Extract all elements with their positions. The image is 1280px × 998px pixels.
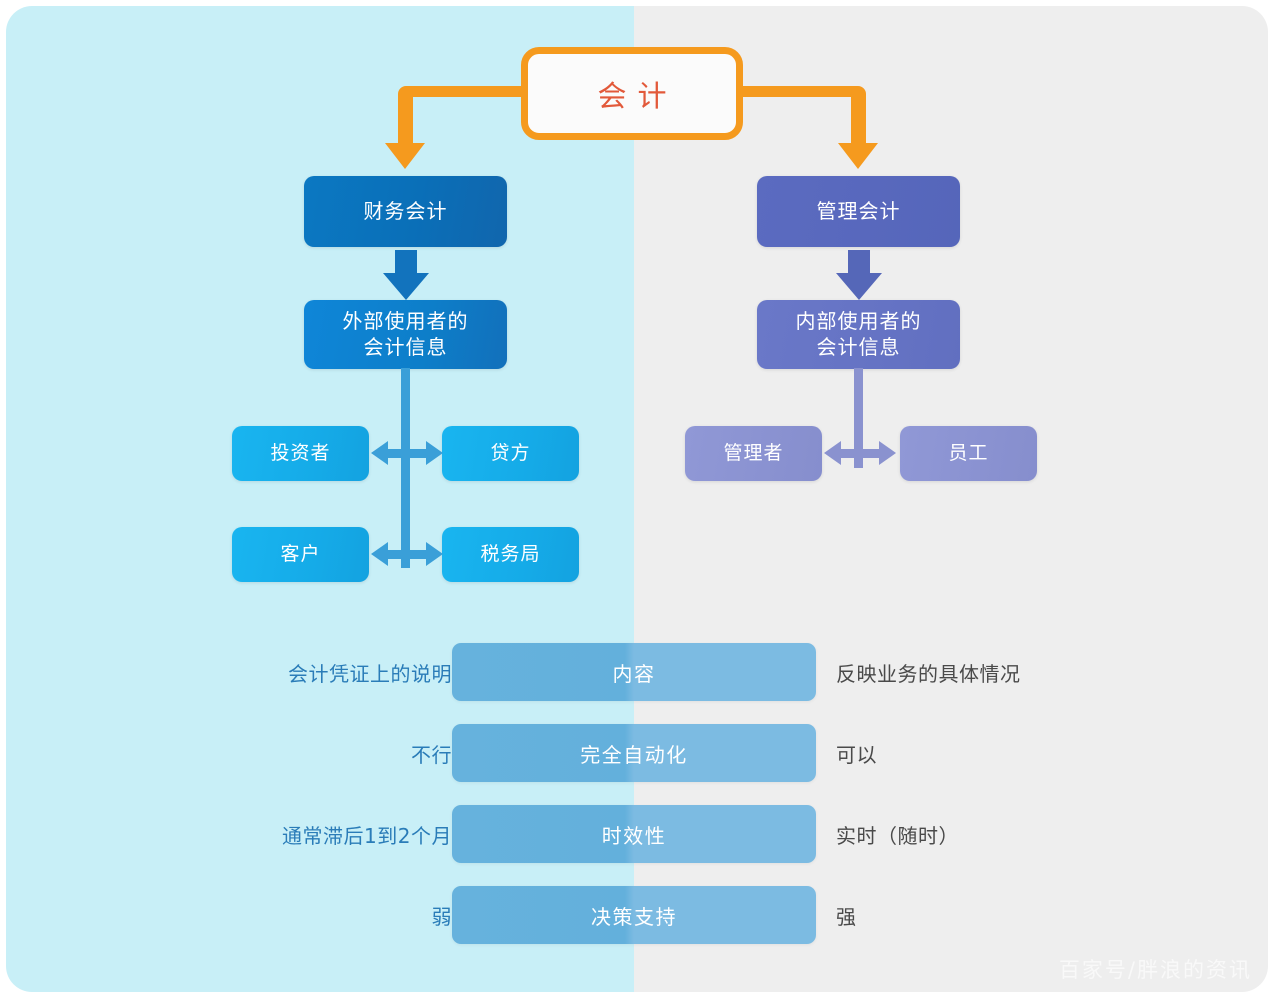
comparison-row: 弱 决策支持 强 <box>0 886 1280 944</box>
double-arrow-left-row2 <box>371 542 443 566</box>
node-left-user-0[interactable]: 投资者 <box>232 426 369 481</box>
node-left-user-2[interactable]: 客户 <box>232 527 369 582</box>
arrow-financial-to-external <box>368 250 443 302</box>
node-internal-user-info[interactable]: 内部使用者的 会计信息 <box>757 300 960 369</box>
comparison-right-value: 强 <box>836 904 857 929</box>
comparison-right-value: 可以 <box>836 742 877 767</box>
node-external-user-info[interactable]: 外部使用者的 会计信息 <box>304 300 507 369</box>
comparison-right-value: 反映业务的具体情况 <box>836 661 1021 686</box>
comparison-criterion[interactable]: 时效性 <box>452 805 816 863</box>
comparison-criterion[interactable]: 完全自动化 <box>452 724 816 782</box>
comparison-left-value: 会计凭证上的说明 <box>288 661 452 686</box>
comparison-left-value: 不行 <box>411 742 452 767</box>
orange-connector-right-vertical <box>851 86 866 148</box>
arrow-management-to-internal <box>821 250 896 302</box>
comparison-criterion[interactable]: 决策支持 <box>452 886 816 944</box>
node-left-user-1[interactable]: 贷方 <box>442 426 579 481</box>
left-stem-line <box>401 368 410 568</box>
comparison-left-value: 通常滞后1到2个月 <box>282 823 452 848</box>
node-right-user-0[interactable]: 管理者 <box>685 426 822 481</box>
double-arrow-right-row1 <box>824 441 896 465</box>
diagram-title: 会计 <box>521 47 743 140</box>
node-financial-accounting[interactable]: 财务会计 <box>304 176 507 247</box>
orange-arrow-left <box>385 143 425 169</box>
node-right-user-1[interactable]: 员工 <box>900 426 1037 481</box>
comparison-right-value: 实时（随时） <box>836 823 959 848</box>
node-management-accounting[interactable]: 管理会计 <box>757 176 960 247</box>
comparison-left-value: 弱 <box>431 904 452 929</box>
comparison-row: 会计凭证上的说明 内容 反映业务的具体情况 <box>0 643 1280 701</box>
orange-connector-left-vertical <box>398 86 413 148</box>
orange-connector-right-horizontal <box>736 86 861 97</box>
comparison-criterion[interactable]: 内容 <box>452 643 816 701</box>
comparison-row: 不行 完全自动化 可以 <box>0 724 1280 782</box>
node-left-user-3[interactable]: 税务局 <box>442 527 579 582</box>
orange-connector-left-horizontal <box>403 86 528 97</box>
double-arrow-left-row1 <box>371 441 443 465</box>
right-stem-line <box>854 368 863 468</box>
comparison-row: 通常滞后1到2个月 时效性 实时（随时） <box>0 805 1280 863</box>
orange-arrow-right <box>838 143 878 169</box>
